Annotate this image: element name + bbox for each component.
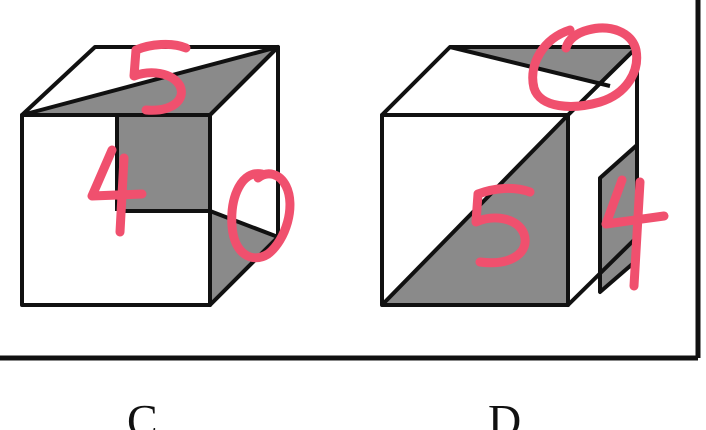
cube-d-handwritten-0 xyxy=(528,23,642,111)
cube-c-handwritten-0 xyxy=(227,169,295,263)
cube-c-handwritten-5 xyxy=(129,39,191,115)
cube-d-handwritten-4 xyxy=(601,175,669,291)
cube-d-handwritten-5 xyxy=(471,183,535,268)
option-label-c: C xyxy=(127,395,158,430)
option-label-d: D xyxy=(488,395,522,430)
cube-c xyxy=(20,39,295,307)
cube-c-handwritten-4 xyxy=(87,145,147,237)
cube-d xyxy=(380,23,669,307)
options-frame xyxy=(0,0,701,361)
